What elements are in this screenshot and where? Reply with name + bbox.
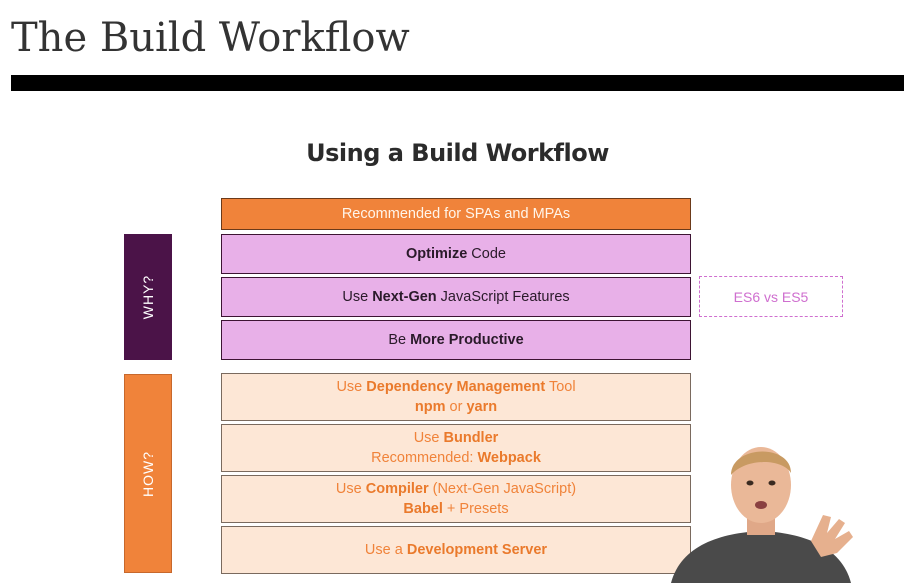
- page-title: The Build Workflow: [11, 15, 410, 61]
- why-label-box: WHY?: [124, 234, 172, 360]
- how-item-text: (Next-Gen JavaScript): [428, 481, 577, 497]
- how-item-devserver: Use a Development Server: [221, 526, 691, 574]
- how-item-bold: Dependency Management: [366, 379, 546, 395]
- presenter-mouth: [755, 501, 767, 509]
- how-item-bold: Babel: [403, 501, 443, 517]
- why-item-optimize: Optimize Code: [221, 234, 691, 274]
- how-item-text: Use: [413, 430, 444, 446]
- how-item-bold: Compiler: [365, 481, 429, 497]
- why-item-text: Be: [388, 332, 411, 348]
- recommended-box: Recommended for SPAs and MPAs: [221, 198, 691, 230]
- presenter-video-overlay: [651, 433, 911, 583]
- why-item-bold: Next-Gen: [372, 289, 437, 305]
- why-item-productive: Be More Productive: [221, 320, 691, 360]
- how-item-text: Use a: [364, 542, 407, 558]
- how-item-text: or: [445, 399, 467, 415]
- why-item-bold: More Productive: [410, 332, 524, 348]
- how-item-text: + Presets: [442, 501, 509, 517]
- how-item-bundler: Use Bundler Recommended: Webpack: [221, 424, 691, 472]
- how-item-bold: Webpack: [477, 450, 541, 466]
- presenter-figure: [671, 447, 853, 583]
- slide-title: Using a Build Workflow: [306, 139, 609, 167]
- es6-note: ES6 vs ES5: [699, 276, 843, 317]
- why-item-text: Code: [467, 246, 506, 262]
- presenter-hair: [731, 451, 791, 475]
- how-label: HOW?: [140, 450, 156, 497]
- how-item-dependency: Use Dependency Management Tool npm or ya…: [221, 373, 691, 421]
- slide-top-bar: [11, 75, 904, 91]
- why-label: WHY?: [139, 274, 156, 320]
- how-item-text: Use: [335, 481, 366, 497]
- how-item-bold: Bundler: [443, 430, 499, 446]
- why-item-bold: Optimize: [406, 246, 468, 262]
- recommended-text: Recommended for SPAs and MPAs: [341, 206, 571, 222]
- presenter-shirt: [671, 531, 851, 583]
- slide: Using a Build Workflow Recommended for S…: [11, 91, 904, 583]
- presenter-eye-right: [768, 480, 776, 486]
- how-item-bold: Development Server: [406, 542, 548, 558]
- presenter-eye-left: [746, 480, 754, 486]
- how-label-box: HOW?: [124, 374, 172, 573]
- how-item-bold: yarn: [466, 399, 498, 415]
- how-item-text: Tool: [545, 379, 576, 395]
- why-item-nextgen: Use Next-Gen JavaScript Features: [221, 277, 691, 317]
- how-item-text: Recommended:: [371, 450, 478, 466]
- presenter-hand: [811, 515, 853, 557]
- how-item-compiler: Use Compiler (Next-Gen JavaScript) Babel…: [221, 475, 691, 523]
- why-item-text: JavaScript Features: [436, 289, 570, 305]
- how-item-text: Use: [336, 379, 367, 395]
- why-item-text: Use: [342, 289, 373, 305]
- how-item-bold: npm: [414, 399, 446, 415]
- presenter-head: [731, 447, 791, 523]
